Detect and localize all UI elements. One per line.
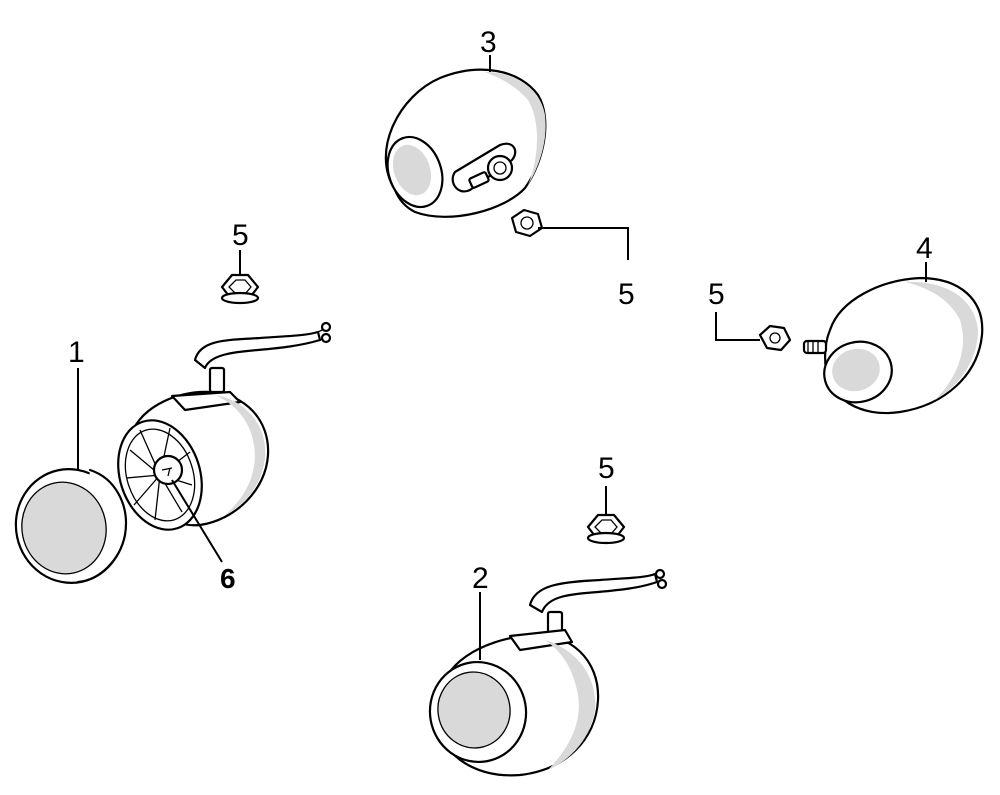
nut-part-5-bottom [586,513,626,545]
callout-5-top-center: 5 [618,278,635,311]
turn-signal-lamp-part-1 [14,321,332,584]
callout-2: 2 [472,562,489,595]
turn-signal-lamp-part-2 [428,568,668,777]
nut-part-5-top-center [510,208,544,238]
leader-line-5-top-center [538,227,629,260]
leader-line-5-right [715,312,760,341]
callout-5-right: 5 [708,278,725,311]
leader-line-6 [171,479,223,563]
turn-signal-lamp-part-3 [384,68,547,218]
callout-1: 1 [68,336,85,369]
turn-signal-lamp-part-4 [802,276,984,415]
callout-6: 6 [220,563,236,594]
nut-part-5-right [758,324,792,352]
nut-part-5-top-left [220,273,260,305]
callout-3: 3 [480,26,497,59]
callout-4: 4 [916,232,933,265]
callout-5-bottom: 5 [598,452,615,485]
callout-5-top-left: 5 [232,219,249,252]
